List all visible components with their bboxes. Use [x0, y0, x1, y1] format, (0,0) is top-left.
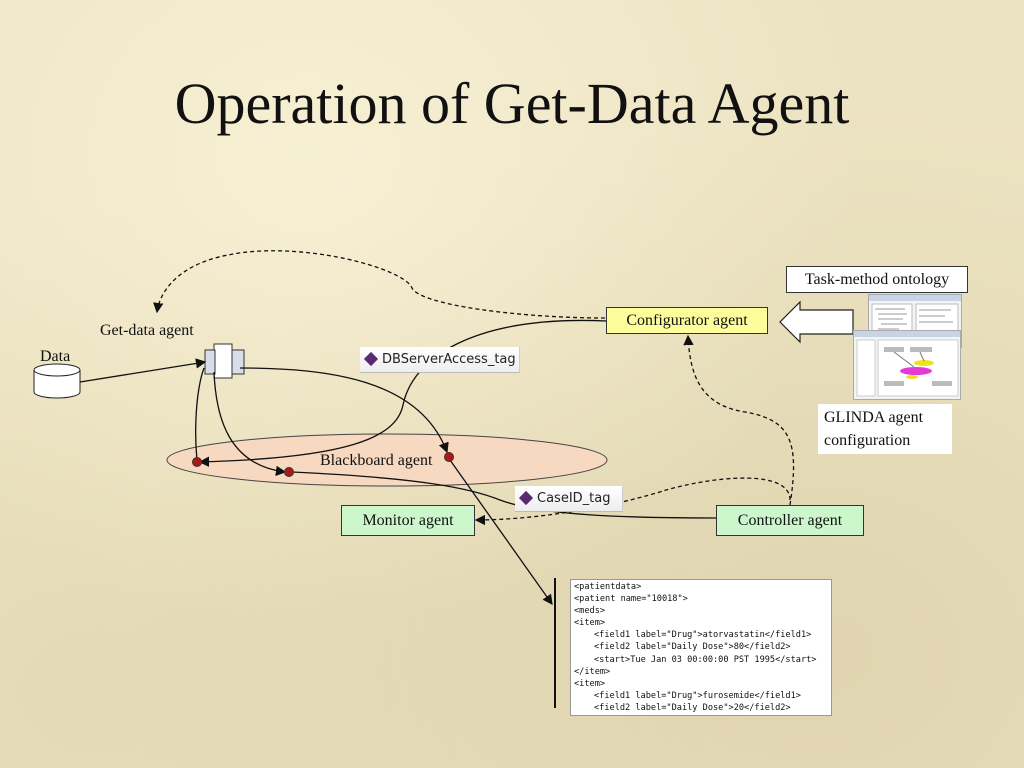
- monitor-agent-box: Monitor agent: [341, 505, 475, 536]
- glinda-line-2: configuration: [824, 432, 911, 449]
- tag-diamond-icon: [363, 351, 379, 367]
- xml-line: <field1 label="Drug">atorvastatin</field…: [594, 630, 812, 641]
- task-method-ontology-label: Task-method ontology: [804, 271, 950, 288]
- xml-line: <item>: [574, 678, 606, 689]
- caseid-tag-label: CaseID_tag: [537, 491, 611, 506]
- controller-to-monitor-dashed: [474, 477, 791, 526]
- configurator-to-blackboard-curve: [198, 319, 608, 467]
- xml-line: <item>: [574, 618, 606, 629]
- configurator-agent-label: Configurator agent: [626, 312, 748, 329]
- blackboard-marker: [444, 452, 454, 462]
- get-data-agent-label: Get-data agent: [100, 322, 194, 339]
- xml-line: <patient name="10018">: [574, 594, 688, 605]
- dbserveraccess-tag: DBServerAccess_tag: [360, 347, 520, 373]
- blackboard-agent-label: Blackboard agent: [320, 452, 433, 469]
- data-cylinder-icon: [33, 363, 81, 399]
- data-label: Data: [40, 348, 71, 365]
- patient-data-xml-panel: <patientdata> <patient name="10018"><meds…: [570, 579, 832, 716]
- glinda-thumbnail-graphic: [854, 331, 960, 397]
- task-method-ontology-box: Task-method ontology: [786, 266, 968, 293]
- controller-agent-label: Controller agent: [737, 512, 843, 529]
- dbserveraccess-tag-label: DBServerAccess_tag: [382, 352, 516, 367]
- glinda-screenshot-thumbnail: [853, 330, 961, 400]
- controller-to-blackboard-curve: [291, 471, 717, 519]
- xml-line: <field1 label="Drug">furosemide</field1>: [594, 690, 801, 701]
- agent-loop-left: [195, 367, 205, 461]
- xml-line: <start>Tue Jan 03 00:00:00 PST 1995</sta…: [594, 654, 817, 665]
- slide-title: Operation of Get-Data Agent: [174, 71, 850, 136]
- xml-line: </item>: [574, 666, 611, 677]
- get-data-agent-icon: [204, 343, 245, 379]
- blackboard-marker: [284, 467, 294, 477]
- blackboard-to-xml-arrow: [449, 459, 553, 606]
- ontology-hollow-arrow: [779, 300, 854, 344]
- blackboard-marker: [192, 457, 202, 467]
- caseid-tag: CaseID_tag: [515, 486, 623, 512]
- controller-to-configurator-dashed: [683, 334, 795, 506]
- top-dashed-arrow: [153, 250, 606, 319]
- xml-line: <meds>: [574, 606, 606, 617]
- monitor-agent-label: Monitor agent: [362, 512, 454, 529]
- agent-to-marker-arrow: [213, 371, 287, 477]
- glinda-line-1: GLINDA agent: [824, 409, 924, 426]
- data-to-agent-arrow: [79, 358, 207, 383]
- tag-diamond-icon: [518, 490, 534, 506]
- agent-to-blackboard-arrow: [239, 367, 449, 454]
- glinda-config-box: GLINDA agent configuration: [818, 404, 952, 454]
- controller-agent-box: Controller agent: [716, 505, 864, 536]
- xml-line: <patientdata>: [574, 582, 642, 592]
- configurator-agent-box: Configurator agent: [606, 307, 768, 334]
- xml-line: <field2 label="Daily Dose">20</field2>: [594, 702, 791, 713]
- xml-line: <field2 label="Daily Dose">80</field2>: [594, 642, 791, 653]
